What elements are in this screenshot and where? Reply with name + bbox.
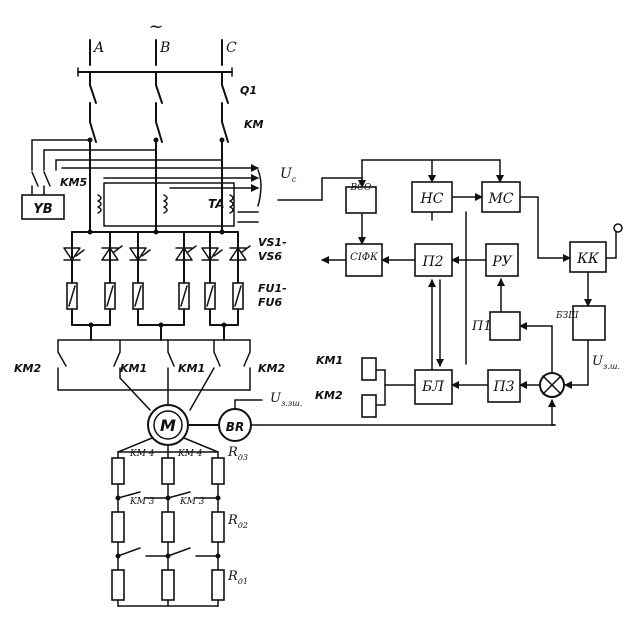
vs-label: VS1- [258, 236, 287, 249]
km-label: KM [244, 118, 264, 131]
rd1-label: Rд1 [227, 569, 248, 586]
block-p3-label: П3 [492, 379, 514, 395]
km2-right-label: KM2 [258, 362, 285, 375]
yb-label: YB [33, 202, 52, 217]
phase-a-label: A [92, 40, 104, 56]
block-kk-label: КК [576, 251, 600, 267]
block-p1-label: П1 [471, 319, 492, 334]
resistor-rd3-1 [111, 457, 125, 485]
thyristor-bridge [63, 229, 251, 328]
thyristor-vs3 [129, 247, 151, 261]
rotor-resistor-ladder [111, 451, 225, 607]
block-bzsh [572, 305, 606, 341]
resistor-rd2-2 [161, 511, 175, 543]
thyristor-vs4 [175, 245, 197, 261]
thyristor-vs5 [201, 247, 223, 261]
km1-label-b: KM1 [178, 362, 205, 375]
resistor-rd2-1 [111, 511, 125, 543]
block-km1-ctrl [361, 357, 377, 381]
km4-label-b: KM 4 [177, 449, 203, 459]
block-ru [485, 243, 519, 277]
block-sifk-label: СІФК [350, 252, 378, 263]
fu-label: FU1- [258, 282, 287, 295]
resistor-rd3-3 [211, 457, 225, 485]
block-sifk [345, 243, 383, 277]
block-p2 [414, 243, 453, 277]
block-p2-label: П2 [421, 254, 443, 270]
block-p1 [489, 311, 521, 341]
km2-control-label: КМ2 [315, 389, 343, 402]
km1-control-label: KM1 [316, 354, 343, 367]
uc-label: Uc [280, 166, 297, 184]
phase-b-label: B [159, 40, 170, 56]
ac-symbol: ~ [148, 16, 163, 37]
fu-label-2: FU6 [258, 296, 282, 309]
km3-label-b: KM 3 [179, 497, 205, 507]
block-ns [411, 181, 453, 213]
km1-label-a: KM1 [120, 362, 147, 375]
block-km2-ctrl [361, 394, 377, 418]
summing-junction [539, 372, 565, 398]
block-bso [345, 186, 377, 214]
block-ms [481, 181, 521, 213]
motor-label: M [160, 416, 176, 435]
resistor-rd3-2 [161, 457, 175, 485]
phase-c-label: C [226, 40, 237, 56]
resistor-rd1-3 [211, 569, 225, 601]
block-ru-label: РУ [491, 254, 512, 270]
block-bl-label: БЛ [421, 379, 444, 395]
reversing-contactors [57, 324, 251, 411]
yb-block [21, 194, 65, 220]
uzsh-label: Uз.ш. [592, 354, 620, 371]
block-bso-label: ВСО [350, 183, 373, 193]
phase-lines [77, 39, 233, 186]
block-ms-label: МС [487, 191, 513, 207]
uzzsh-label: Uз.зш. [270, 391, 302, 408]
control-wiring [277, 159, 623, 426]
resistor-rd1-1 [111, 569, 125, 601]
block-ns-label: НС [420, 191, 444, 207]
block-bzsh-label: БЗШ [555, 311, 579, 321]
block-p3 [487, 369, 521, 403]
block-kk [569, 241, 607, 273]
current-transformers [61, 164, 262, 233]
motor-group [117, 399, 556, 453]
block-bl [414, 369, 453, 405]
vs-label-2: VS6 [258, 250, 282, 263]
thyristor-vs2 [101, 245, 123, 261]
km3-label-a: KM 3 [129, 497, 155, 507]
ta-label: TA [208, 197, 225, 211]
thyristor-vs1 [63, 247, 85, 261]
rd2-label: Rд2 [227, 513, 248, 530]
resistor-rd1-2 [161, 569, 175, 601]
thyristor-vs6 [229, 245, 251, 261]
km2-left-label: KM2 [14, 362, 41, 375]
km5-branch [21, 139, 223, 220]
km4-label-a: KM 4 [129, 449, 155, 459]
km5-label: KM5 [60, 176, 87, 189]
resistor-rd2-3 [211, 511, 225, 543]
q1-label: Q1 [240, 84, 257, 97]
br-label: BR [226, 420, 244, 434]
rd3-label: Rд3 [227, 445, 248, 462]
